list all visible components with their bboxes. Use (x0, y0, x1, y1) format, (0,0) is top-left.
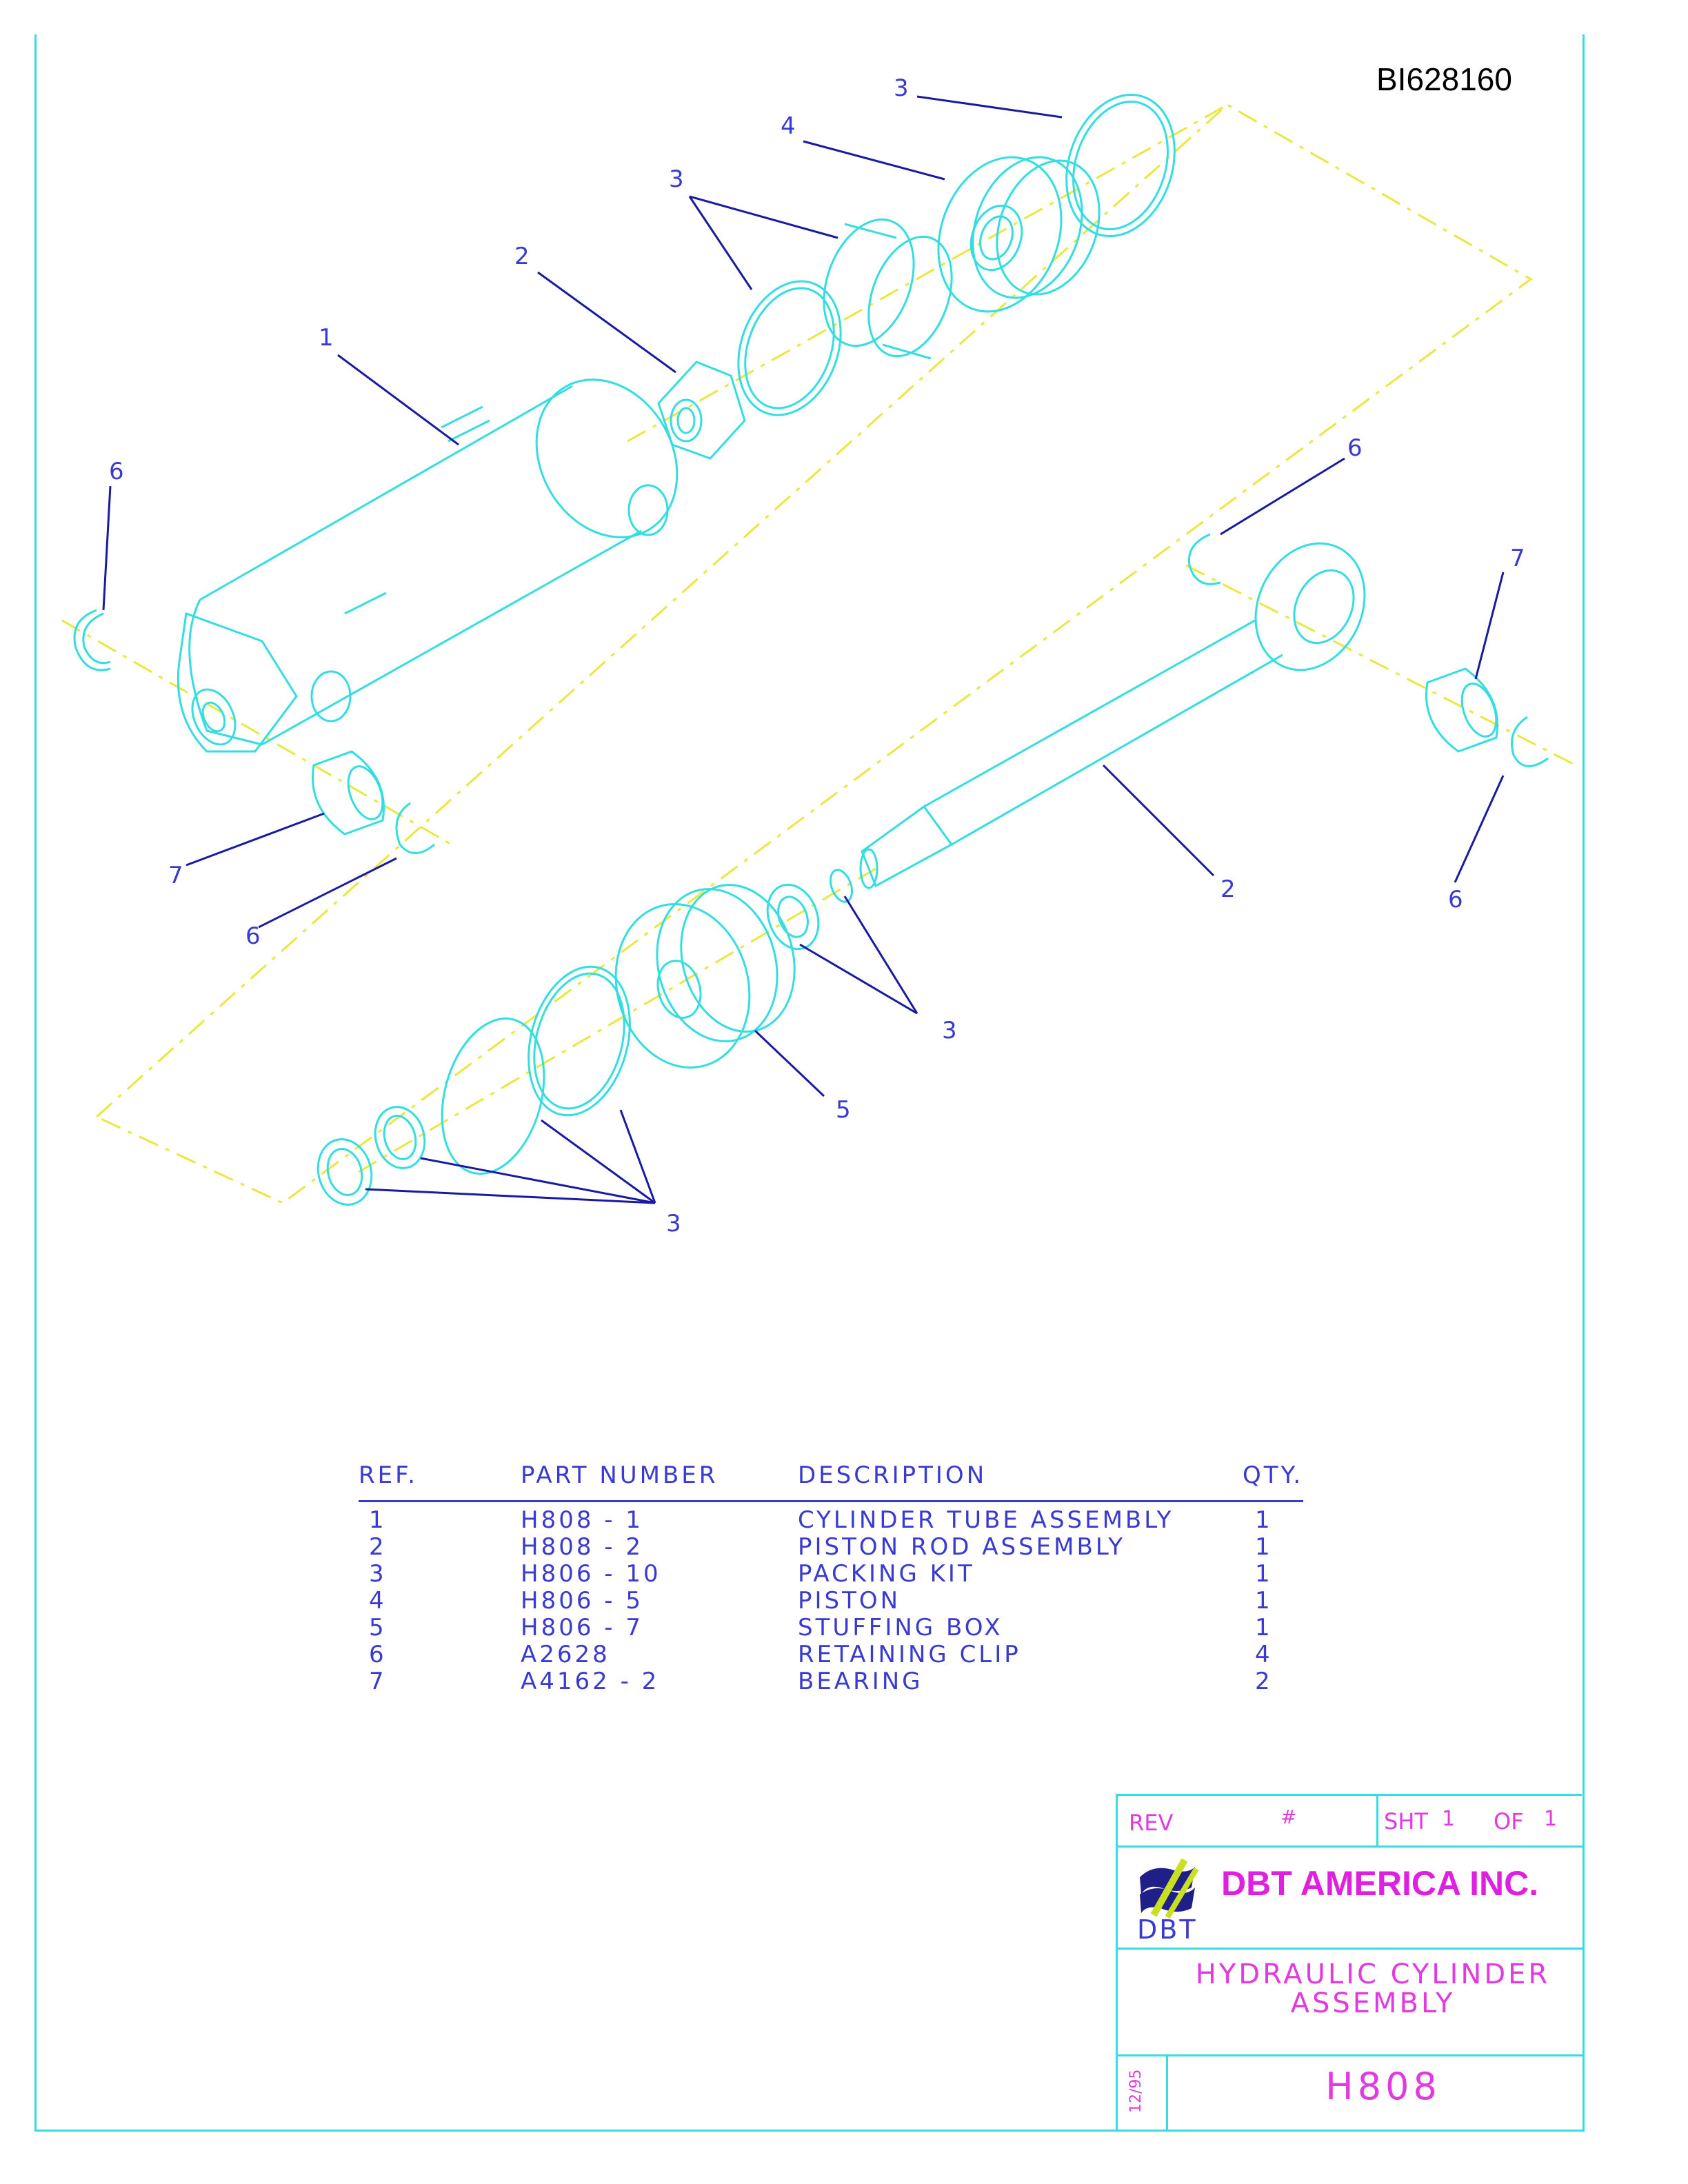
callout-6-left-lower: 6 (245, 922, 261, 950)
bom-part-number: A2628 (521, 1641, 610, 1668)
bom-description: BEARING (798, 1668, 923, 1695)
bom-description: PISTON (798, 1587, 901, 1615)
bom-part-number: H808 - 1 (521, 1506, 643, 1534)
seal-band (823, 218, 953, 360)
lower-o-ring (528, 965, 631, 1117)
drawing-date: 12/95 (1127, 2069, 1145, 2113)
bom-part-number: H806 - 5 (521, 1587, 643, 1615)
bom-row: 6 A2628 RETAINING CLIP 4 (359, 1641, 1303, 1668)
drawing-number: BI628160 (1376, 61, 1512, 97)
stuffing-box (614, 884, 796, 1069)
bill-of-materials: REF. PART NUMBER DESCRIPTION QTY. 1 H808… (359, 1462, 1303, 1695)
rev-value: # (1280, 1806, 1297, 1828)
bom-header-description: DESCRIPTION (798, 1462, 987, 1489)
bom-part-number: H806 - 10 (521, 1560, 661, 1588)
bom-row: 4 H806 - 5 PISTON 1 (359, 1587, 1303, 1615)
callout-5: 5 (836, 1096, 851, 1124)
bom-header-qty: QTY. (1243, 1462, 1304, 1489)
bom-header-ref: REF. (359, 1462, 419, 1489)
piston-nut (657, 361, 746, 460)
callout-7-right: 7 (1510, 545, 1525, 572)
callout-6-left: 6 (109, 458, 124, 485)
bom-rows: 1 H808 - 1 CYLINDER TUBE ASSEMBLY 1 2 H8… (359, 1502, 1303, 1695)
callout-3-top: 3 (894, 74, 909, 102)
bom-qty: 1 (1255, 1614, 1273, 1641)
cylinder-tube (177, 378, 679, 753)
bom-qty: 1 (1255, 1560, 1273, 1588)
part-outlines (73, 93, 1549, 1206)
callout-1: 1 (319, 324, 334, 352)
drawing-title: HYDRAULIC CYLINDER ASSEMBLY (1195, 1959, 1551, 2019)
bom-qty: 1 (1255, 1587, 1273, 1615)
bom-description: CYLINDER TUBE ASSEMBLY (798, 1506, 1174, 1534)
bom-row: 1 H808 - 1 CYLINDER TUBE ASSEMBLY 1 (359, 1506, 1303, 1534)
callout-4: 4 (781, 112, 796, 140)
callout-2-nut: 2 (514, 243, 530, 270)
bom-ref: 4 (369, 1587, 387, 1615)
callout-3-lower: 3 (666, 1210, 681, 1237)
bom-header: REF. PART NUMBER DESCRIPTION QTY. (359, 1462, 1303, 1502)
callout-3-upper: 3 (669, 165, 684, 193)
bom-part-number: H808 - 2 (521, 1533, 643, 1561)
callout-3-rod: 3 (942, 1017, 957, 1044)
callout-6-right-lower: 6 (1448, 886, 1463, 913)
drawing-part-number: H808 (1325, 2065, 1441, 2108)
center-lines (61, 103, 1576, 1204)
piston-rod (859, 542, 1366, 889)
bom-qty: 4 (1255, 1641, 1273, 1668)
sheet-label: SHT (1384, 1808, 1428, 1834)
rev-label: REV (1129, 1810, 1174, 1836)
bom-row: 5 H806 - 7 STUFFING BOX 1 (359, 1614, 1303, 1641)
of-label: OF (1494, 1808, 1524, 1834)
bom-part-number: A4162 - 2 (521, 1668, 660, 1695)
bom-description: STUFFING BOX (798, 1614, 1003, 1641)
callout-2-rod: 2 (1220, 876, 1236, 903)
piston (937, 156, 1101, 313)
bom-ref: 6 (369, 1641, 387, 1668)
bom-description: PISTON ROD ASSEMBLY (798, 1533, 1126, 1561)
leader-lines (102, 95, 1505, 1204)
o-ring-top (1065, 93, 1176, 238)
dbt-logo-icon (1140, 1858, 1199, 1919)
bom-row: 7 A4162 - 2 BEARING 2 (359, 1668, 1303, 1695)
bom-ref: 7 (369, 1668, 387, 1695)
bom-description: PACKING KIT (798, 1560, 975, 1588)
bom-ref: 3 (369, 1560, 387, 1588)
bom-ref: 5 (369, 1614, 387, 1641)
title-block: REV # SHT 1 OF 1 DBT AMERICA INC. DBT HY… (1116, 1794, 1584, 2132)
bom-ref: 1 (369, 1506, 387, 1534)
bom-row: 3 H806 - 10 PACKING KIT 1 (359, 1560, 1303, 1588)
backup-disc (441, 1017, 545, 1175)
bom-part-number: H806 - 7 (521, 1614, 643, 1641)
drawing-border (34, 34, 1585, 2132)
packing-ring-upper (737, 280, 842, 416)
bom-ref: 2 (369, 1533, 387, 1561)
bearings (311, 667, 1499, 836)
retaining-clips (73, 533, 1549, 854)
logo-text: DBT (1137, 1914, 1198, 1945)
callout-7-left: 7 (168, 862, 183, 889)
company-name: DBT AMERICA INC. (1221, 1864, 1539, 1903)
sheet-number: 1 (1442, 1807, 1456, 1831)
lower-packing (766, 869, 854, 951)
callout-6-right-top: 6 (1347, 434, 1363, 462)
bom-qty: 1 (1255, 1506, 1273, 1534)
sheet-total: 1 (1544, 1807, 1558, 1831)
bom-qty: 1 (1255, 1533, 1273, 1561)
bom-header-part-number: PART NUMBER (521, 1462, 719, 1489)
bom-description: RETAINING CLIP (798, 1641, 1021, 1668)
bom-qty: 2 (1255, 1668, 1273, 1695)
lower-seals (316, 1106, 426, 1206)
bom-row: 2 H808 - 2 PISTON ROD ASSEMBLY 1 (359, 1533, 1303, 1561)
